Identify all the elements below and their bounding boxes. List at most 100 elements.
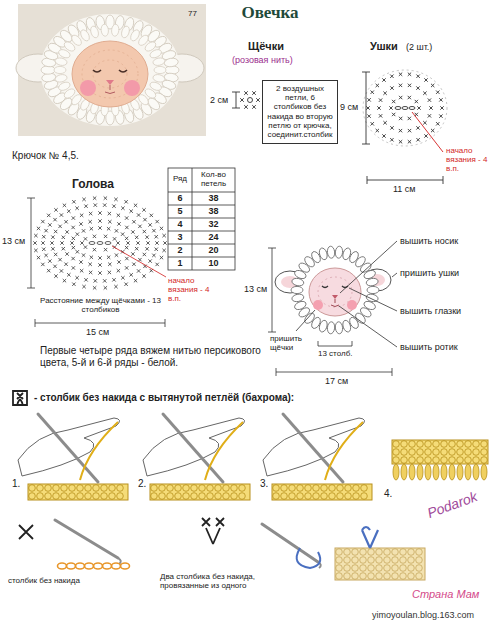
table-cell: 10 [192,258,235,268]
ear-chart [424,78,427,81]
stitch-examples [360,573,367,580]
fringe-steps [393,441,400,448]
fringe-steps [289,485,296,492]
ear-chart [362,70,447,184]
fringe-steps [392,440,488,464]
head-chart [117,222,120,225]
head-chart [104,196,107,199]
head-chart [117,214,120,217]
stitch-examples [362,527,378,548]
head-chart [89,242,95,245]
stitch-examples [352,565,359,572]
stitch-examples [368,557,375,564]
callout: пришить ушки [400,268,459,278]
stitch-examples [376,549,383,556]
head-chart [93,196,96,199]
stitch-examples [368,549,375,556]
sheep-assembly [332,295,338,299]
fringe-steps [473,464,479,480]
head-chart [65,230,68,233]
table-grid [168,168,235,270]
fringe-steps [473,457,480,464]
head-chart [72,266,75,269]
head-chart [35,319,165,327]
dimension: 17 см [325,376,348,386]
head-chart [50,241,53,244]
fringe-steps [329,493,336,500]
head-chart [64,263,67,266]
fringe-steps [449,457,456,464]
fringe-steps [37,493,44,500]
fringe-steps [199,493,206,500]
sheep-assembly [291,286,303,293]
fringe-steps [163,414,223,482]
photo [120,25,131,39]
stitch-examples [408,573,415,580]
photo [80,80,96,96]
head-chart [98,256,101,259]
head-chart [121,232,124,235]
sheep-assembly [268,248,276,332]
ear-chart [417,106,420,109]
photo [40,14,180,126]
head-chart [34,249,37,252]
fringe-steps [297,493,304,500]
head-chart [131,230,134,233]
head-chart [37,227,40,230]
ear-chart [382,78,385,81]
fringe-steps [175,493,182,500]
table-cell: 3 [168,232,192,242]
fringe-steps [433,449,440,456]
head-chart [72,216,75,219]
stitch-examples [344,549,351,556]
sheep-assembly [339,306,397,347]
head-chart [132,263,135,266]
ear-chart [389,106,392,109]
fringe-steps [191,493,198,500]
fringe-steps [61,493,68,500]
stitch-symbol [13,391,27,405]
head-chart [93,235,96,238]
fringe-steps [231,485,238,492]
head-chart [155,248,158,251]
head-chart [108,220,111,223]
fringe-steps [205,422,243,480]
cheek-chart [244,91,248,95]
stitch-examples [58,563,67,569]
head-chart [155,263,158,266]
fringe-steps [175,485,182,492]
ear-chart [439,98,442,101]
sheep-assembly [318,277,352,307]
ear-chart [440,106,443,109]
head-chart [47,269,50,272]
stitch-examples [121,563,130,569]
fringe-steps [409,464,415,480]
head-chart [82,253,85,256]
sheep-assembly [296,310,315,331]
fringe-steps [85,485,92,492]
head-chart [41,241,44,244]
sheep-assembly [327,321,335,334]
note: Расстояние между щёчками - 13 столбиков [38,296,163,314]
fringe-steps [223,485,230,492]
head-chart [104,248,107,251]
stitch-examples [416,549,423,556]
fringe-steps [69,493,76,500]
ear-chart [428,98,431,101]
fringe-steps [481,457,488,464]
fringe-steps [143,414,245,482]
step-number: 3. [260,478,268,490]
stitch-symbol [19,525,33,539]
head-chart [41,220,44,223]
ear-chart [362,72,370,144]
head-chart [75,207,78,210]
stitch-examples [360,549,367,556]
fringe-steps [297,485,304,492]
stitch-examples [400,549,407,556]
sheep-assembly [296,251,374,329]
head-chart [84,204,87,207]
ear-chart [436,90,439,93]
fringe-steps [401,449,408,456]
ear-chart [390,75,393,78]
